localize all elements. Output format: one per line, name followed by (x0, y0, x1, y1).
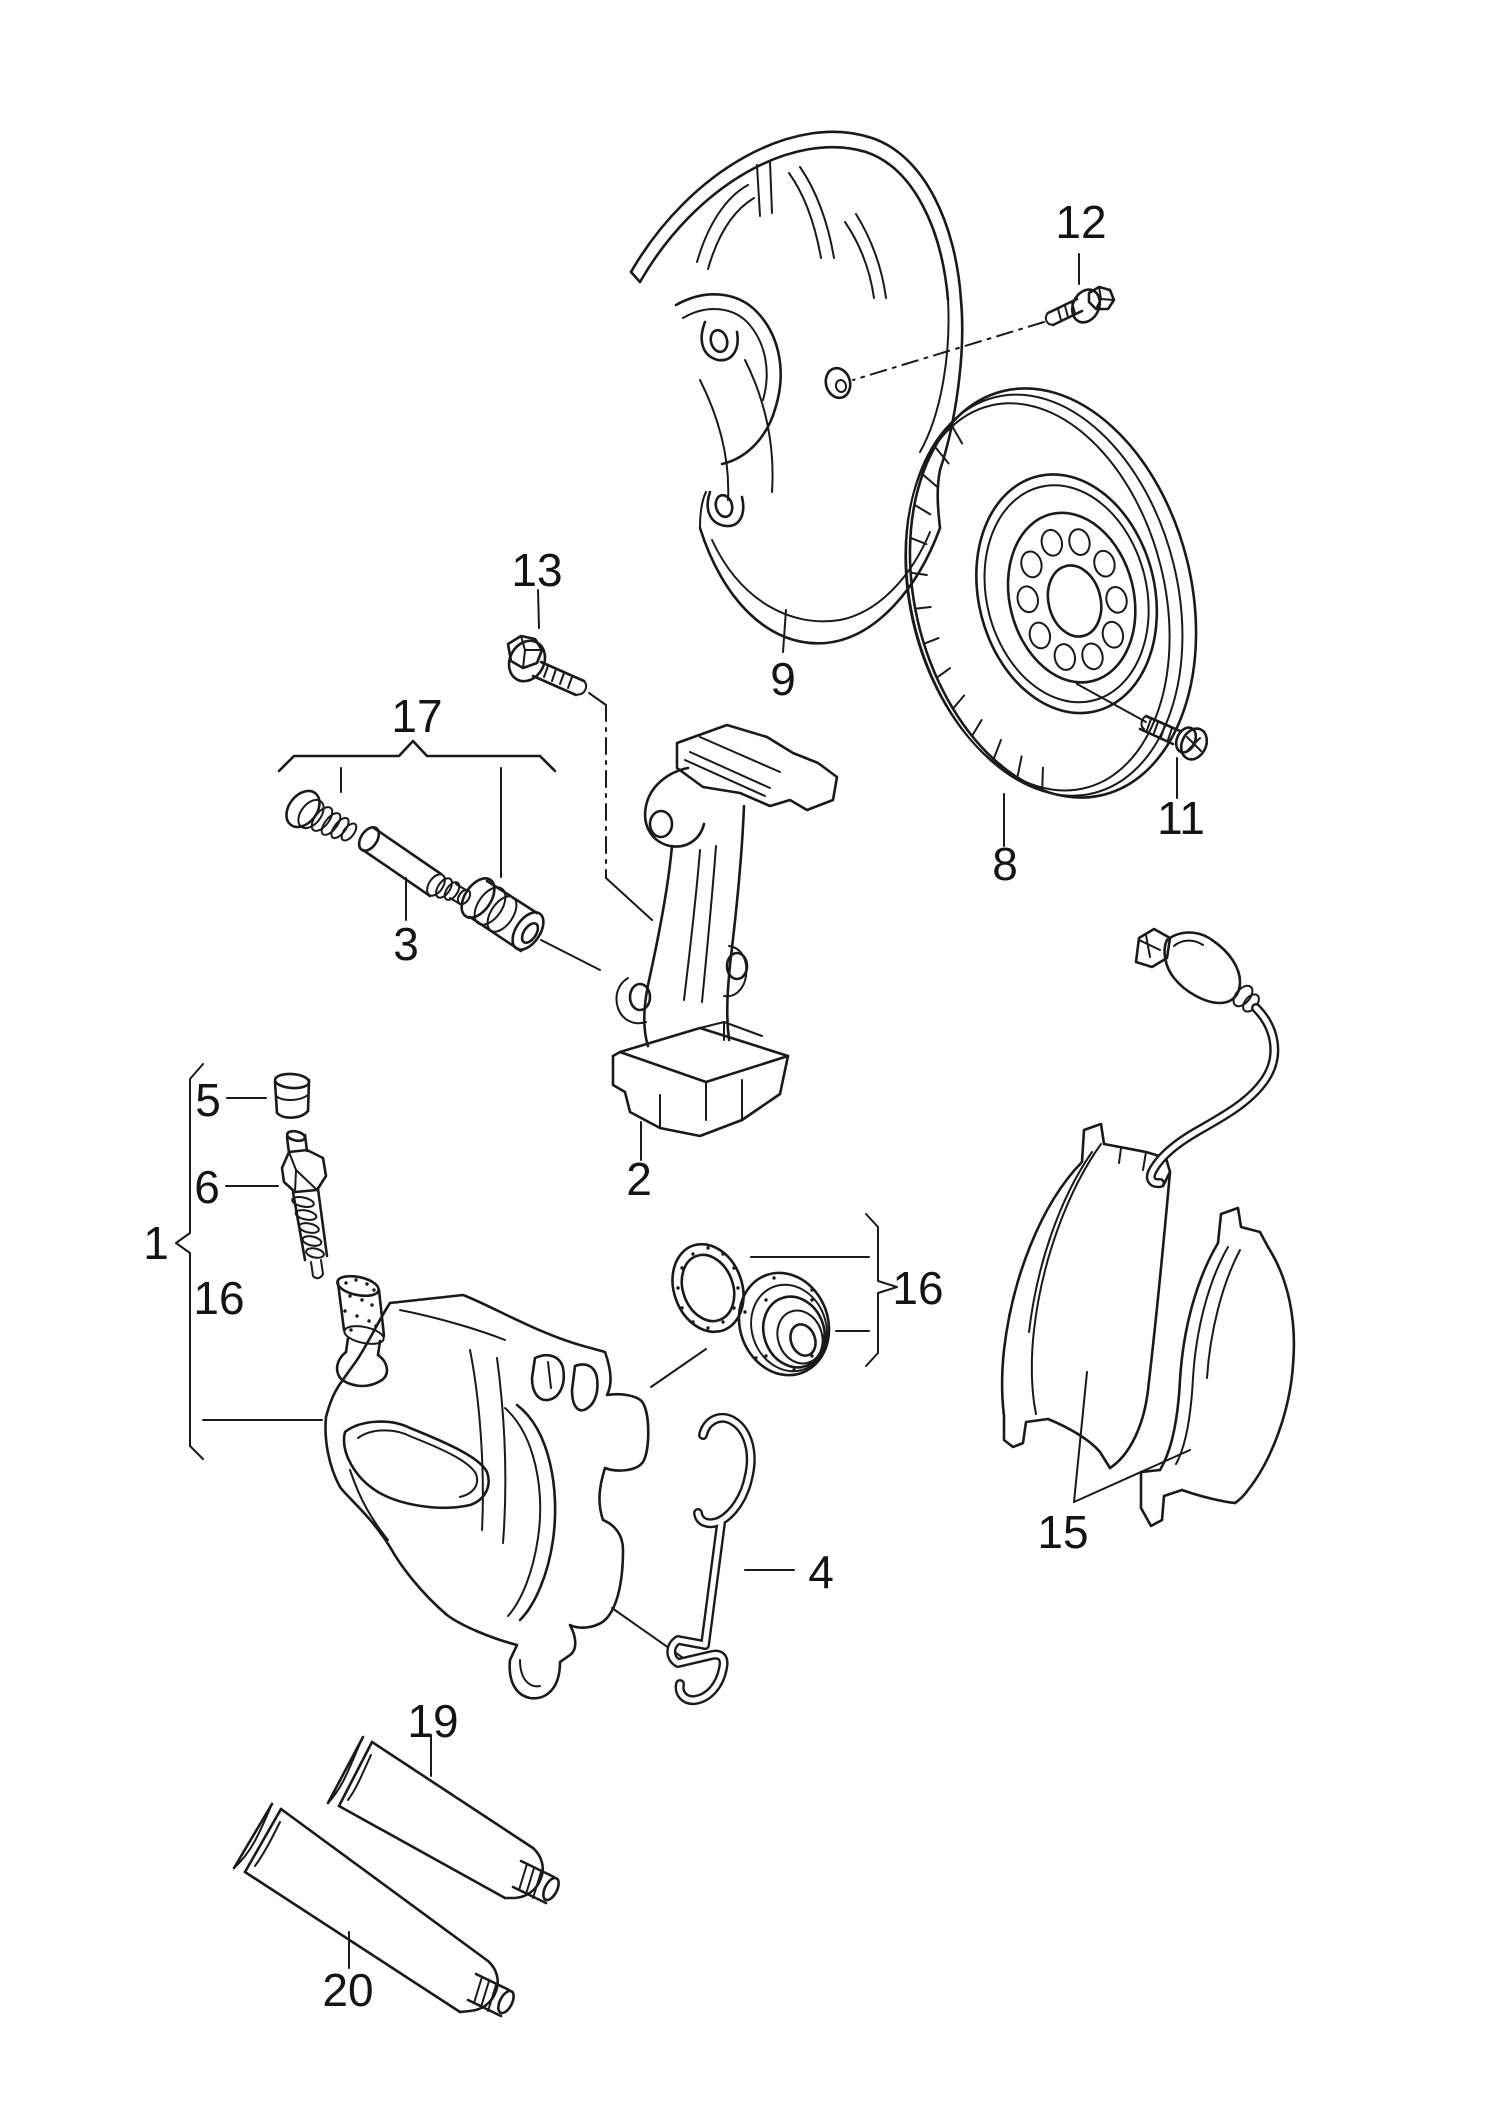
callout-16-right: 16 (892, 1262, 943, 1314)
caliper-outline (324, 1293, 650, 1700)
callout-15-leader-b (1073, 1449, 1191, 1503)
sensor-body (1163, 931, 1242, 1005)
carrier-upper-hole (648, 809, 674, 839)
bleeder-cap (226, 1072, 311, 1119)
boot-dots (743, 1276, 825, 1372)
disc-vent-hatching (909, 423, 1044, 791)
brake-pads (1000, 1122, 1296, 1528)
grease-tube-20 (232, 1802, 515, 2018)
misc-leader-lines (782, 609, 1005, 847)
guide-pin-kit (277, 739, 601, 971)
shield-right-edge (936, 298, 964, 530)
boot-texture-dots (343, 1278, 378, 1332)
shield-bolt (852, 253, 1116, 381)
caliper-piston-arc (515, 1403, 557, 1622)
retaining-spring (666, 1412, 795, 1706)
bracket-17 (277, 739, 557, 773)
splash-shield (629, 130, 964, 645)
guide-bushing (460, 877, 545, 953)
brake-carrier (611, 723, 839, 1161)
callout-16-left: 16 (193, 1272, 244, 1324)
callout-3: 3 (393, 918, 419, 970)
guide-pin-boot (335, 1274, 389, 1388)
callout-9: 9 (770, 653, 796, 705)
shield-ear-hole-top (709, 328, 729, 354)
piston-dust-boot (737, 1271, 831, 1377)
shield-inner-arc (638, 146, 950, 302)
caliper-top-window-2 (570, 1363, 599, 1412)
screw-cross-slot (1186, 736, 1202, 752)
disc-hat-face (1006, 511, 1137, 684)
callout-15-leader-a (1073, 1371, 1088, 1503)
callout-1: 1 (143, 1217, 169, 1269)
disc-hat-outer (975, 473, 1159, 715)
callout-11: 11 (1157, 792, 1205, 844)
callout-12: 12 (1055, 196, 1106, 248)
valve-hex (280, 1148, 328, 1194)
piston-seal-ring (650, 1242, 745, 1388)
callout-9-leader (782, 609, 787, 653)
screw-leader (1076, 683, 1147, 723)
callout-19: 19 (407, 1695, 458, 1747)
outer-brake-pad (1139, 1206, 1296, 1528)
grease-tube-19 (326, 1734, 560, 1905)
caliper-assembly-brace (175, 1063, 323, 1460)
carrier-bolt (506, 589, 653, 921)
callout-2: 2 (626, 1153, 652, 1205)
callout-8: 8 (992, 838, 1018, 890)
seal-dots (676, 1246, 740, 1330)
callout-20: 20 (322, 1964, 373, 2016)
callout-13: 13 (511, 544, 562, 596)
guide-plug (285, 789, 358, 842)
shield-outer-arc (629, 130, 963, 302)
brace-1 (175, 1063, 204, 1460)
callout-13-leader (537, 589, 540, 629)
disc-outer-edge (908, 387, 1198, 799)
callout-15: 15 (1037, 1506, 1088, 1558)
bolt12-dashdot (852, 321, 1045, 381)
guide-pin (357, 826, 472, 906)
carrier-column-right (725, 804, 746, 1042)
disc-center-bore (1046, 564, 1103, 638)
disc-hat-inner (983, 484, 1150, 704)
carrier-upper-ear (643, 766, 706, 848)
callout-5: 5 (195, 1074, 221, 1126)
screw-head (1179, 727, 1209, 761)
callout-17: 17 (391, 690, 442, 742)
brake-disc (904, 387, 1198, 799)
bolt13-hex-head (506, 634, 544, 670)
callout-6: 6 (194, 1161, 220, 1213)
disc-retaining-screw (1076, 683, 1209, 799)
pad-wear-sensor (1134, 927, 1280, 1189)
inner-brake-pad (1000, 1122, 1172, 1470)
caliper-housing (324, 1274, 687, 1700)
carrier-column-left (642, 844, 674, 1048)
carrier-top-rail (675, 723, 839, 812)
caliper-top-window-1 (530, 1354, 566, 1402)
bolt12-hex-head (1087, 285, 1116, 311)
disc-bolt-holes (1016, 528, 1128, 671)
callout-4: 4 (808, 1546, 834, 1598)
shield-lip-outer (698, 526, 942, 645)
carrier-lower-hole (628, 982, 652, 1012)
seal-kit-brace (750, 1213, 898, 1367)
bleeder-valve (225, 1129, 329, 1280)
brace-16 (865, 1213, 898, 1367)
shield-ear-hole-bottom (714, 493, 734, 519)
sensor-wire (1145, 1003, 1280, 1189)
caliper-window (342, 1420, 490, 1510)
shield-center-hole (824, 366, 852, 400)
